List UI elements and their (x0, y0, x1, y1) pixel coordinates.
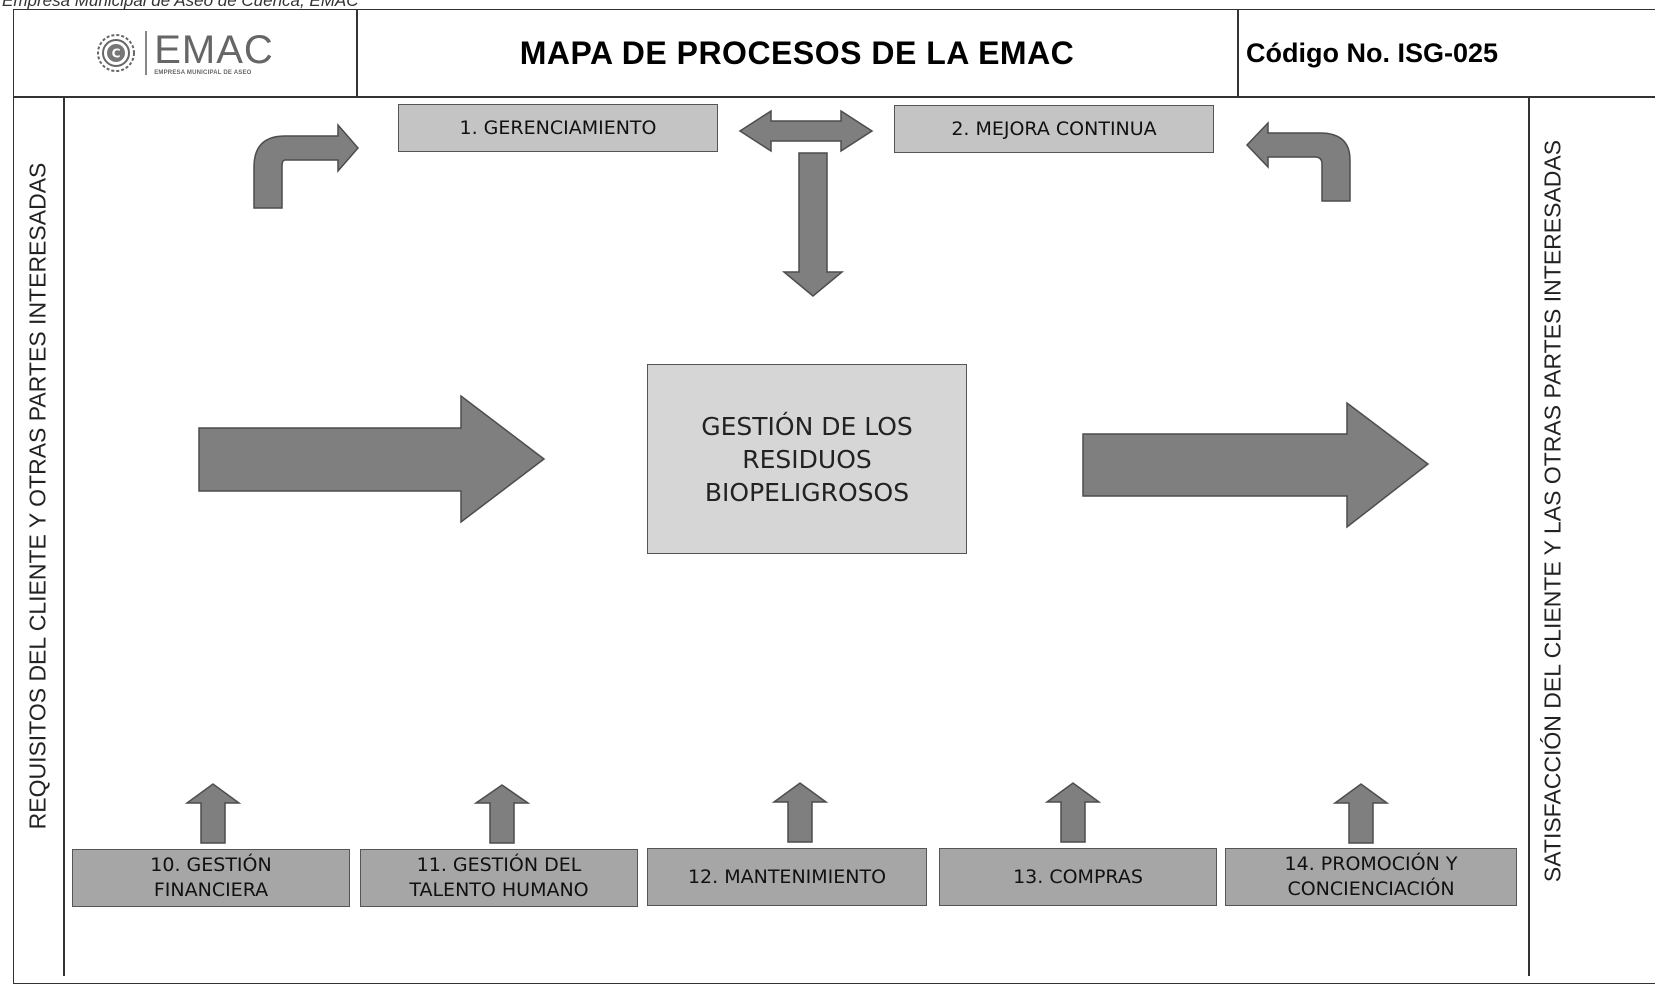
right-column-divider (1528, 96, 1530, 976)
process-gestion-financiera: 10. GESTIÓN FINANCIERA (72, 849, 350, 907)
double-arrow-icon (738, 109, 874, 153)
svg-text:C: C (112, 47, 121, 61)
process-promocion: 14. PROMOCIÓN Y CONCIENCIACIÓN (1225, 848, 1517, 906)
logo-text: EMAC (154, 28, 274, 72)
document-code: Código No. ISG-025 (1246, 37, 1499, 68)
support-arrow-1-icon (184, 783, 242, 844)
header-divider-logo (356, 9, 358, 97)
support-arrow-3-icon (771, 782, 829, 843)
output-arrow-icon (1082, 401, 1430, 529)
support-arrow-4-icon (1044, 782, 1102, 843)
left-column-divider (63, 96, 65, 976)
core-process-box: GESTIÓN DE LOS RESIDUOS BIOPELIGROSOS (647, 364, 967, 554)
title-cell: MAPA DE PROCESOS DE LA EMAC (357, 9, 1237, 97)
header-divider (13, 96, 1655, 98)
page-title: MAPA DE PROCESOS DE LA EMAC (519, 34, 1075, 71)
bent-arrow-left-icon (253, 122, 359, 209)
process-mantenimiento: 12. MANTENIMIENTO (647, 848, 927, 906)
logo-subtext: EMPRESA MUNICIPAL DE ASEO (154, 70, 252, 76)
code-cell: Código No. ISG-025 (1238, 9, 1655, 97)
bent-arrow-right-icon (1245, 121, 1351, 202)
logo: C EMAC EMPRESA MUNICIPAL DE ASEO (13, 9, 356, 97)
support-arrow-5-icon (1332, 783, 1390, 844)
header-divider-code (1237, 9, 1239, 97)
down-arrow-icon (781, 152, 845, 297)
process-compras: 13. COMPRAS (939, 848, 1217, 906)
emac-seal-icon: C (97, 34, 136, 72)
logo-divider (145, 31, 148, 75)
support-arrow-2-icon (473, 784, 531, 844)
logo-wordmark: EMAC EMPRESA MUNICIPAL DE ASEO (154, 30, 274, 76)
process-talento-humano: 11. GESTIÓN DEL TALENTO HUMANO (360, 849, 638, 907)
process-gerenciamiento: 1. GERENCIAMIENTO (398, 104, 718, 152)
header-note: Empresa Municipal de Aseo de Cuenca, EMA… (2, 0, 359, 10)
process-mejora-continua: 2. MEJORA CONTINUA (894, 105, 1214, 153)
input-arrow-icon (198, 394, 546, 524)
